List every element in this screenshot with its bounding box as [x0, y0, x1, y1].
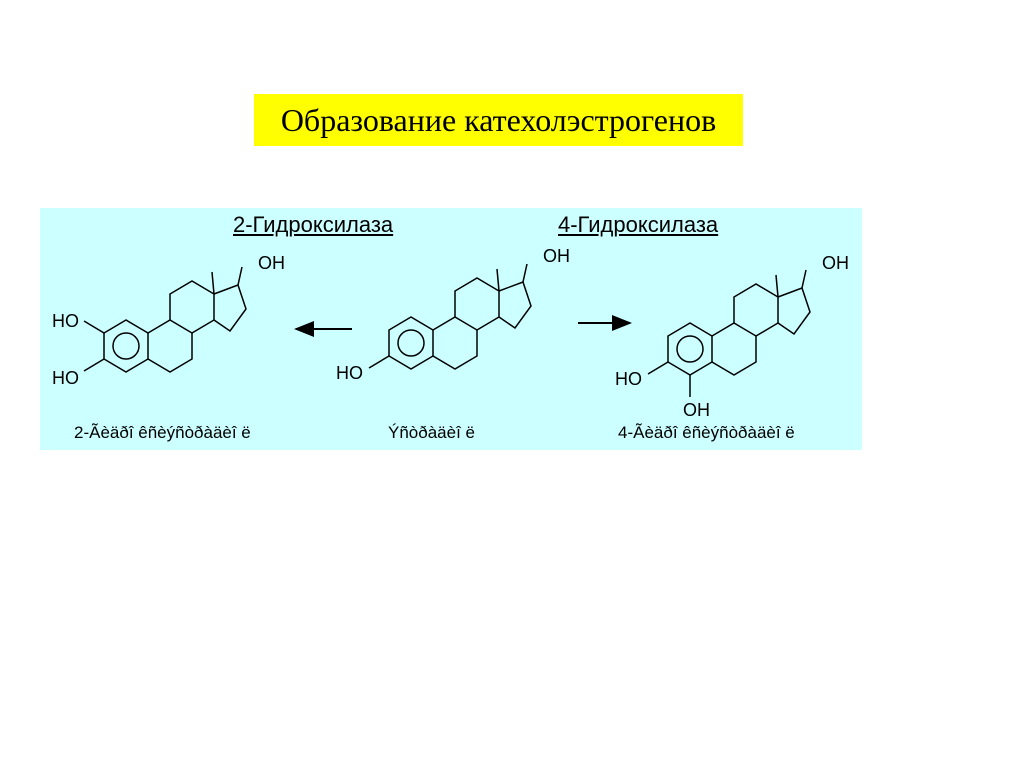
caption-4-hydroxyestradiol: 4-Ãèäðî êñèýñòðàäèî ë: [618, 423, 795, 442]
group-label-ho: HO: [336, 363, 363, 383]
caption-estradiol: Ýñòðàäèî ë: [388, 423, 475, 442]
group-label-oh: OH: [822, 253, 849, 273]
structure-2-hydroxyestradiol: [83, 266, 247, 373]
group-label-oh: OH: [543, 246, 570, 266]
group-label-ho: HO: [615, 369, 642, 389]
caption-2-hydroxyestradiol: 2-Ãèäðî êñèýñòðàäèî ë: [74, 423, 251, 442]
group-label-ho-upper: HO: [52, 311, 79, 331]
title-box: Образование катехолэстрогенов: [254, 94, 743, 146]
page-title: Образование катехолэстрогенов: [280, 101, 717, 138]
structure-4-hydroxyestradiol: [647, 269, 811, 397]
group-label-ho-lower: HO: [52, 368, 79, 388]
enzyme-label-2-hydroxylase: 2-Гидроксилаза: [233, 212, 394, 237]
structure-estradiol: [368, 263, 532, 370]
group-label-oh-lower: OH: [683, 400, 710, 420]
enzyme-label-4-hydroxylase: 4-Гидроксилаза: [558, 212, 719, 237]
group-label-oh: OH: [258, 253, 285, 273]
